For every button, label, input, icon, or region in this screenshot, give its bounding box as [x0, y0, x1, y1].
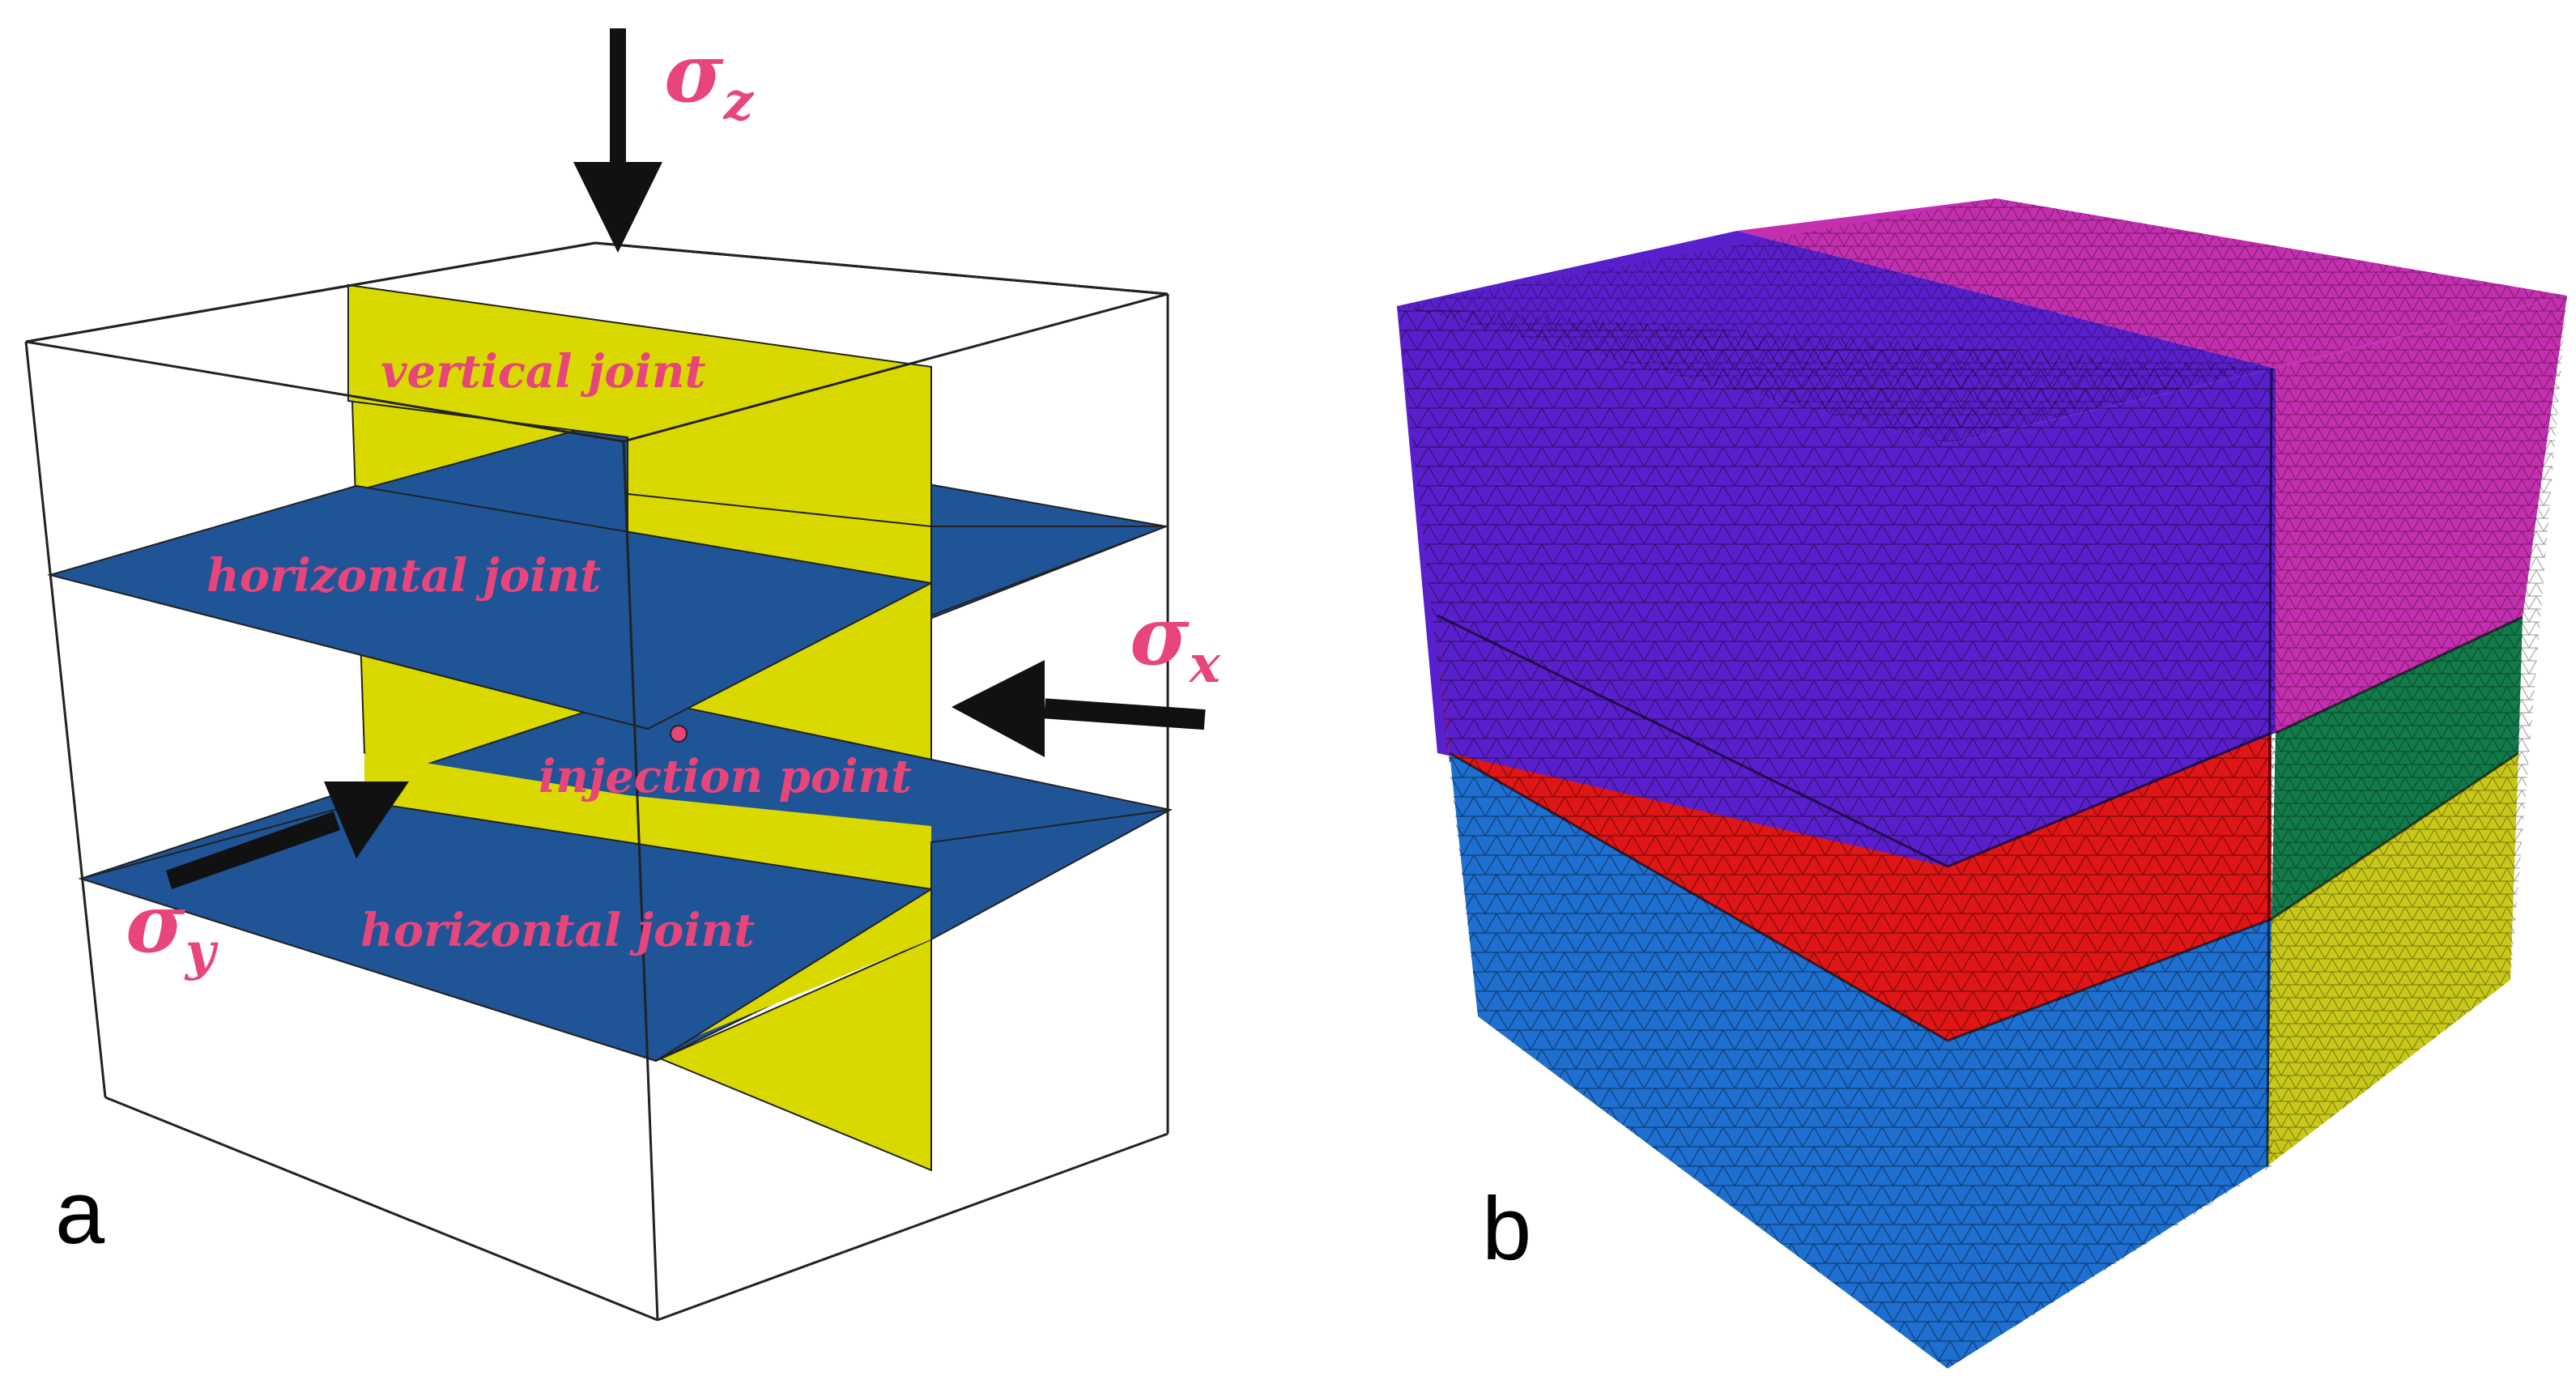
panel-a-letter: a: [55, 1163, 105, 1263]
mesh-overlay-right: [2267, 296, 2567, 1166]
sigma-y-label: σy: [126, 875, 219, 982]
horizontal-joint-bottom-label: horizontal joint: [360, 904, 755, 957]
sigma-y-arrow: [166, 781, 409, 889]
horizontal-joint-top-right: [930, 526, 1167, 617]
panel-b: b: [1397, 198, 2567, 1369]
panel-a: vertical joint horizontal joint injectio…: [24, 25, 1221, 1322]
cube-a-outline: [24, 241, 1169, 1322]
vertical-joint-front: [347, 283, 932, 528]
sigma-x-arrow: [952, 660, 1206, 757]
mesh-overlay-front: [1397, 306, 2276, 1369]
injection-point-label: injection point: [539, 750, 912, 803]
mesh-block-edges: [1437, 368, 2523, 1167]
sigma-z-label: σz: [664, 25, 755, 132]
horizontal-joint-bottom-right: [930, 809, 1171, 941]
panel-b-letter: b: [1482, 1179, 1531, 1279]
horizontal-joint-top-label: horizontal joint: [207, 549, 601, 603]
sigma-z-arrow: [573, 28, 662, 253]
mesh-top-face-mesh: [1397, 198, 2567, 444]
sigma-x-label: σx: [1130, 588, 1221, 695]
vertical-joint-label: vertical joint: [381, 345, 706, 398]
injection-point-marker: [670, 725, 688, 743]
